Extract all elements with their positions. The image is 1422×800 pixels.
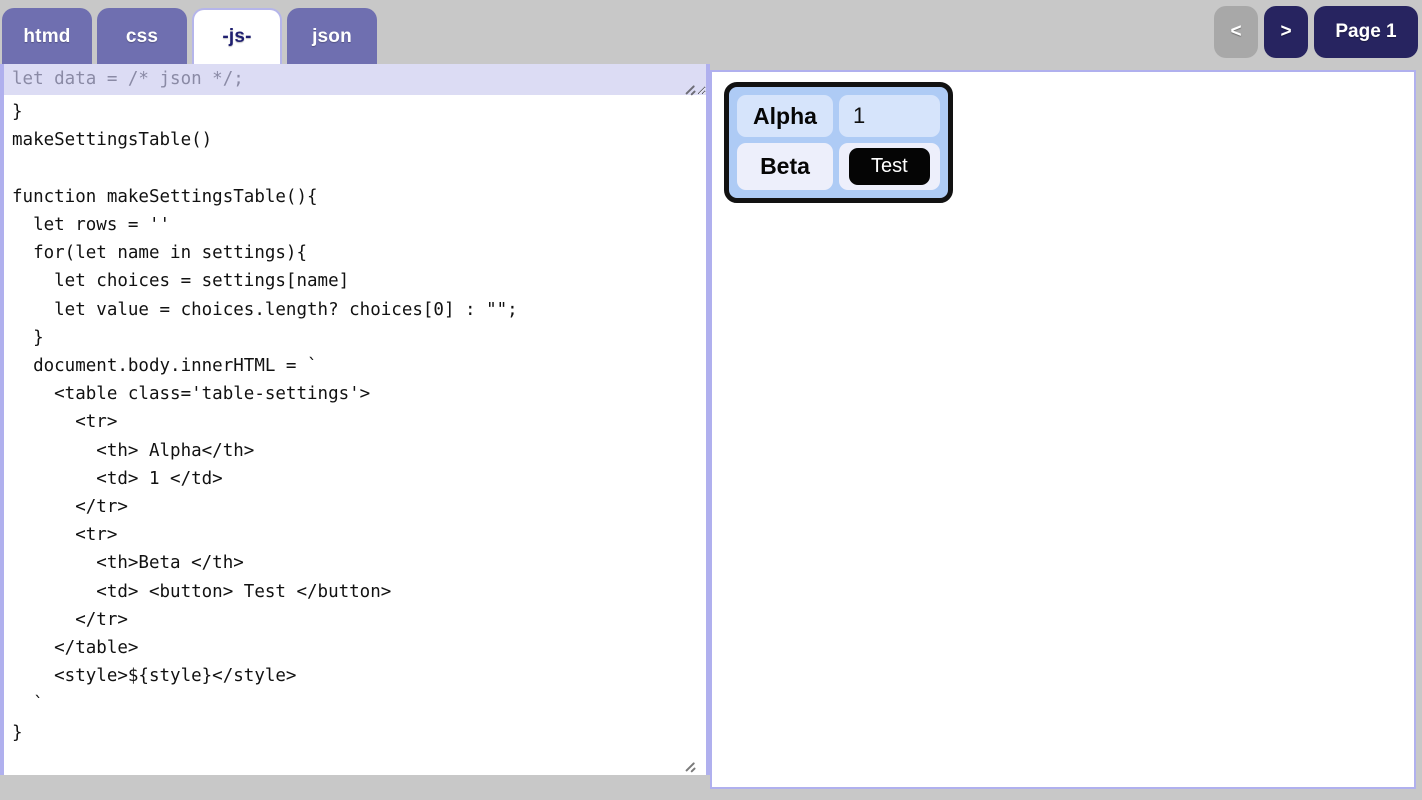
table-row: Alpha 1 <box>737 95 940 137</box>
setting-name-alpha: Alpha <box>737 95 833 137</box>
settings-table: Alpha 1 Beta Test <box>724 82 953 203</box>
setting-value-alpha: 1 <box>839 95 940 137</box>
preview-iframe: Alpha 1 Beta Test <box>710 70 1416 789</box>
tab-js[interactable]: -js- <box>192 8 282 64</box>
toolbar: htmd css -js- json < > Page 1 <box>0 0 1422 64</box>
page-navigation: < > Page 1 <box>1214 6 1418 58</box>
setting-value-beta: Test <box>839 143 940 190</box>
page-indicator-button[interactable]: Page 1 <box>1314 6 1418 58</box>
table-row: Beta Test <box>737 143 940 190</box>
tab-htmd[interactable]: htmd <box>2 8 92 64</box>
setting-name-beta: Beta <box>737 143 833 190</box>
data-placeholder-input[interactable] <box>4 64 706 95</box>
test-button[interactable]: Test <box>849 148 930 185</box>
tab-css[interactable]: css <box>97 8 187 64</box>
next-page-button[interactable]: > <box>1264 6 1308 58</box>
previous-page-button[interactable]: < <box>1214 6 1258 58</box>
main-split: Alpha 1 Beta Test <box>0 64 1422 800</box>
code-editor-panel <box>0 64 710 775</box>
code-editor-textarea[interactable] <box>4 64 706 775</box>
editor-tab-bar: htmd css -js- json <box>2 8 377 64</box>
preview-panel: Alpha 1 Beta Test <box>710 64 1422 795</box>
tab-json[interactable]: json <box>287 8 377 64</box>
